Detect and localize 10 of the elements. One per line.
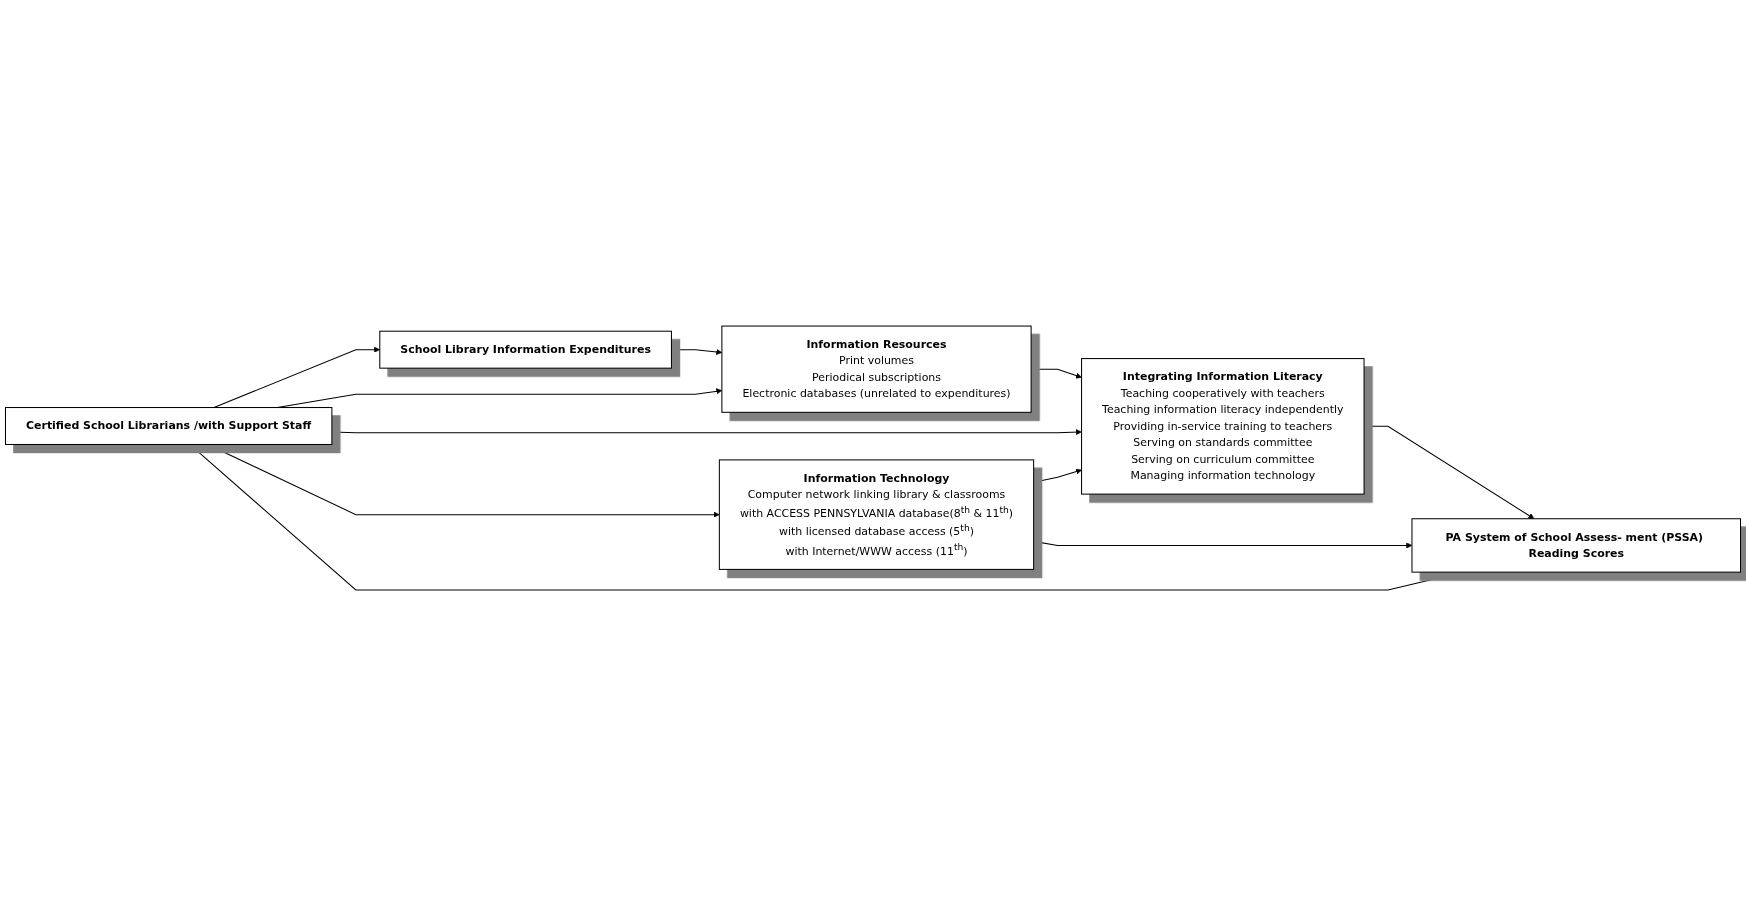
arrow: [331, 429, 1082, 436]
arrow: [207, 443, 720, 518]
arrow: [189, 443, 1464, 591]
node-box: Information Technology Computer network linking library & classrooms with ACCESS PENNSYLVANIA database(8$^{th}$ & 11$^{th}$) with licensed database access (5$^{th}$) with Internet/WWW access (11$^{th}$): [718, 459, 1035, 570]
node-box: Certified School Librarians /with Support Staff: [4, 407, 333, 445]
node-box: Integrating Information Literacy Teaching cooperatively with teachers Teaching information literacy independently Providing in-service training to teachers Serving on standards committee Serving on curriculum committee Managing information technology: [1081, 358, 1365, 495]
node-box: School Library Information Expenditures: [379, 330, 672, 369]
node-box: Information Resources Print volumes Periodical subscriptions Electronic databases (unrelated to expenditures): [721, 325, 1032, 413]
arrow: [1033, 468, 1082, 483]
node-box: PA System of School Assess- ment (PSSA) Reading Scores: [1411, 518, 1742, 573]
